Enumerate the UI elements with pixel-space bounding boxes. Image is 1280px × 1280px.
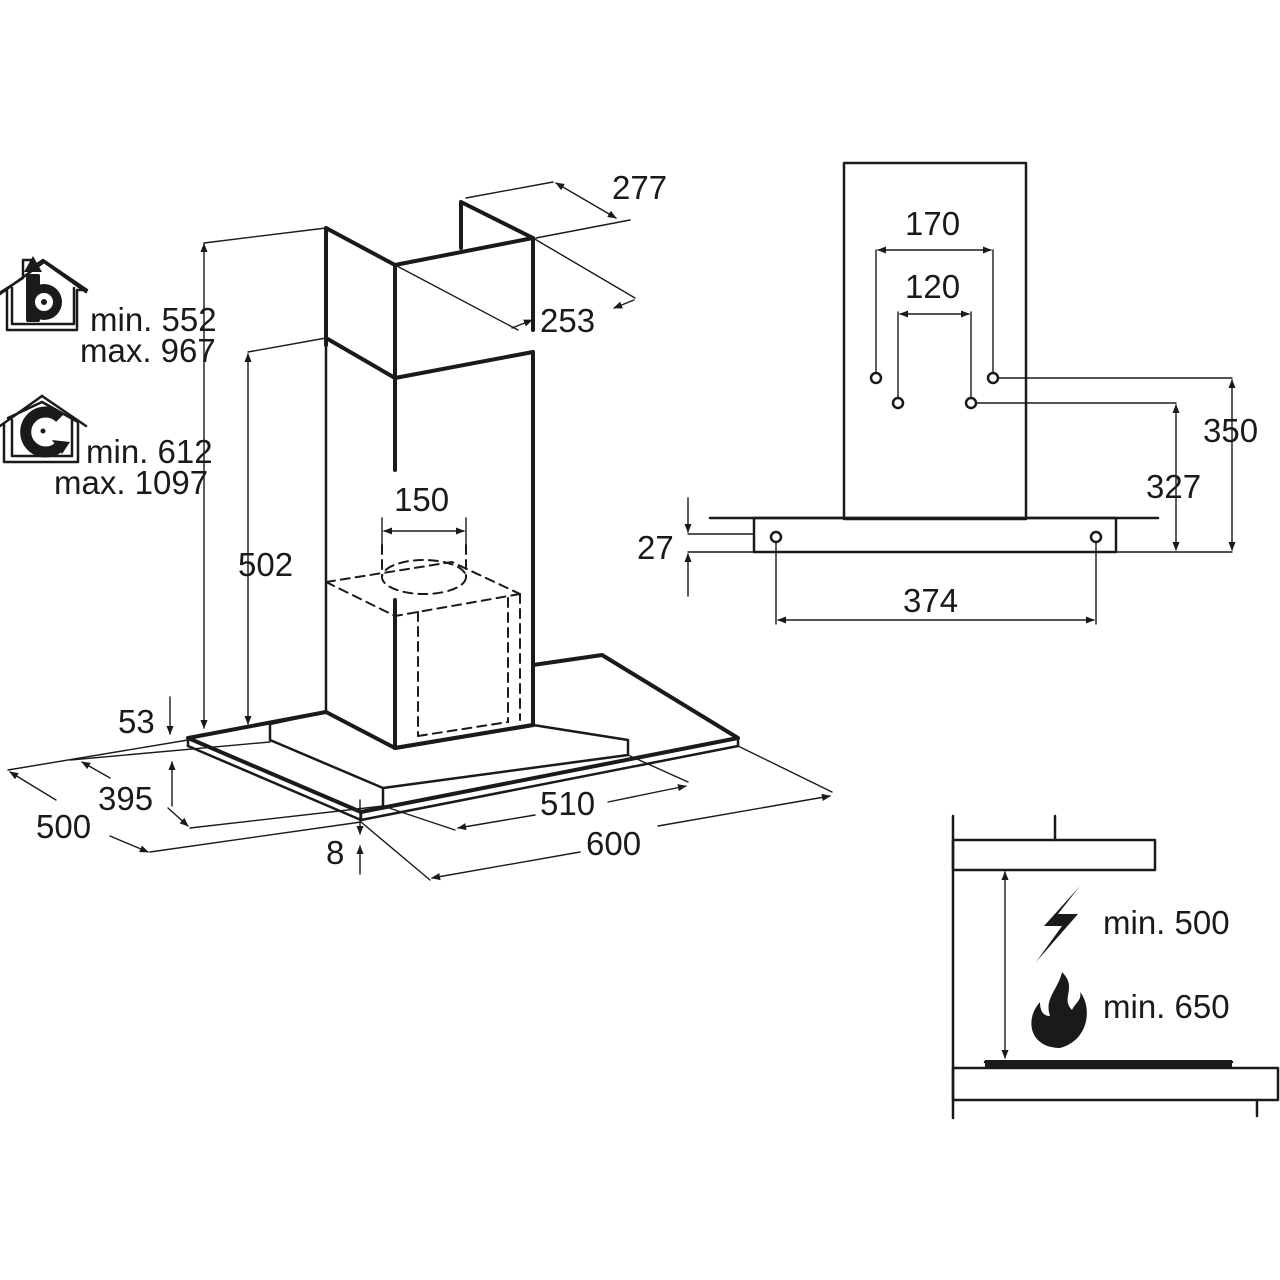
dim-total-depth: 500 — [36, 808, 91, 845]
recirculation-min-height: min. 612 — [86, 433, 213, 470]
wall-mount-front-view: 170 120 350 327 27 374 — [637, 161, 1258, 625]
recirculation-max-height: max. 1097 — [54, 464, 208, 501]
hood-side — [951, 838, 1157, 872]
dim-outer-hole-spacing: 170 — [905, 205, 960, 242]
dim-canopy-depth: 395 — [98, 780, 153, 817]
hood-dimension-labels: 277 253 150 502 53 395 500 510 600 8 — [36, 169, 667, 871]
dim-bracket-hole-spacing: 374 — [903, 582, 958, 619]
chimney-upper — [324, 200, 535, 472]
dim-inner-hole-spacing: 120 — [905, 268, 960, 305]
mount-hole — [964, 396, 978, 410]
bracket-hole — [1089, 530, 1103, 544]
gas-hob-clearance: min. 650 — [1103, 988, 1230, 1025]
dim-total-width: 600 — [586, 825, 641, 862]
recirculation-house-icon — [0, 394, 88, 464]
mount-hole — [891, 396, 905, 410]
hood-perspective-view: 277 253 150 502 53 395 500 510 600 8 — [7, 169, 833, 881]
hood-dimension-lines — [7, 181, 833, 881]
extraction-max-height: max. 967 — [80, 332, 216, 369]
dim-top-width: 277 — [612, 169, 667, 206]
chimney-lower — [324, 336, 535, 750]
extraction-mode: min. 552 max. 967 — [0, 256, 217, 369]
hidden-motor-housing — [325, 544, 521, 737]
hob-clearance-view: min. 500 min. 650 — [951, 814, 1280, 1120]
dim-inner-hole-height: 327 — [1146, 468, 1201, 505]
dim-chimney-height: 502 — [238, 546, 293, 583]
wall-mount-dimension-labels: 170 120 350 327 27 374 — [637, 205, 1258, 619]
extraction-min-height: min. 552 — [90, 301, 217, 338]
dim-outer-hole-height: 350 — [1203, 412, 1258, 449]
mounting-bracket — [752, 516, 1118, 554]
dim-duct-diameter: 150 — [394, 481, 449, 518]
dim-glass-height: 53 — [118, 703, 155, 740]
flame-icon — [1031, 972, 1087, 1048]
lightning-icon — [1036, 886, 1080, 962]
wall-mount-dimension-lines — [684, 246, 1236, 625]
dim-bracket-height: 27 — [637, 529, 674, 566]
mount-hole — [869, 371, 883, 385]
dim-glass-thickness: 8 — [326, 834, 344, 871]
bracket-hole — [769, 530, 783, 544]
canopy-plate — [268, 710, 630, 808]
worktop — [951, 1066, 1280, 1102]
dim-top-depth: 253 — [540, 302, 595, 339]
electric-hob-clearance: min. 500 — [1103, 904, 1230, 941]
dim-canopy-width: 510 — [540, 785, 595, 822]
recirculation-mode: min. 612 max. 1097 — [0, 394, 213, 501]
mount-hole — [986, 371, 1000, 385]
extraction-house-icon — [0, 256, 89, 332]
